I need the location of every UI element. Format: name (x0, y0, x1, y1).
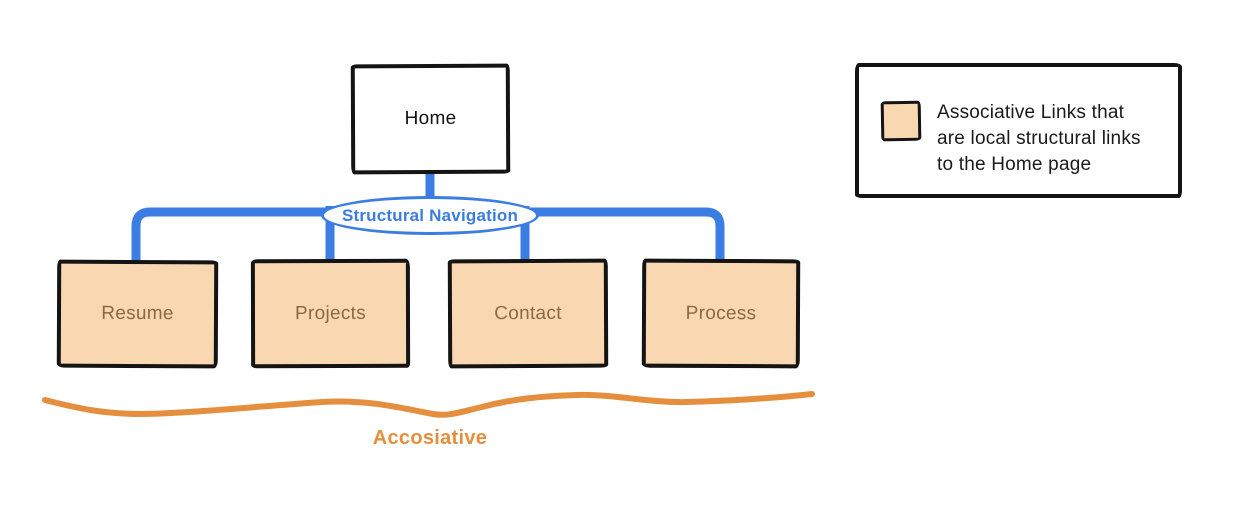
node-projects-label: Projects (294, 302, 367, 324)
node-projects: Projects (250, 258, 411, 369)
node-resume-label: Resume (101, 302, 174, 325)
legend-text-line-1: Associative Links that (937, 102, 1125, 123)
node-home-label: Home (404, 107, 457, 130)
legend-text: Associative Links that are local structu… (937, 100, 1177, 178)
legend-text-line-3: to the Home page (937, 154, 1092, 175)
node-contact-label: Contact (494, 302, 562, 324)
associative-link-swatch (880, 100, 922, 142)
legend-text-line-2: are local structural links (937, 128, 1141, 149)
node-resume: Resume (56, 259, 219, 369)
legend-box: Associative Links that are local structu… (855, 63, 1182, 198)
structural-navigation-pill: Structural Navigation (321, 196, 539, 235)
node-home: Home (350, 63, 511, 175)
structural-navigation-label: Structural Navigation (341, 205, 519, 225)
node-process: Process (641, 258, 801, 369)
node-process-label: Process (685, 302, 757, 324)
associative-brace (42, 391, 815, 418)
node-contact: Contact (447, 258, 609, 369)
associative-label: Accosiative (372, 427, 488, 449)
